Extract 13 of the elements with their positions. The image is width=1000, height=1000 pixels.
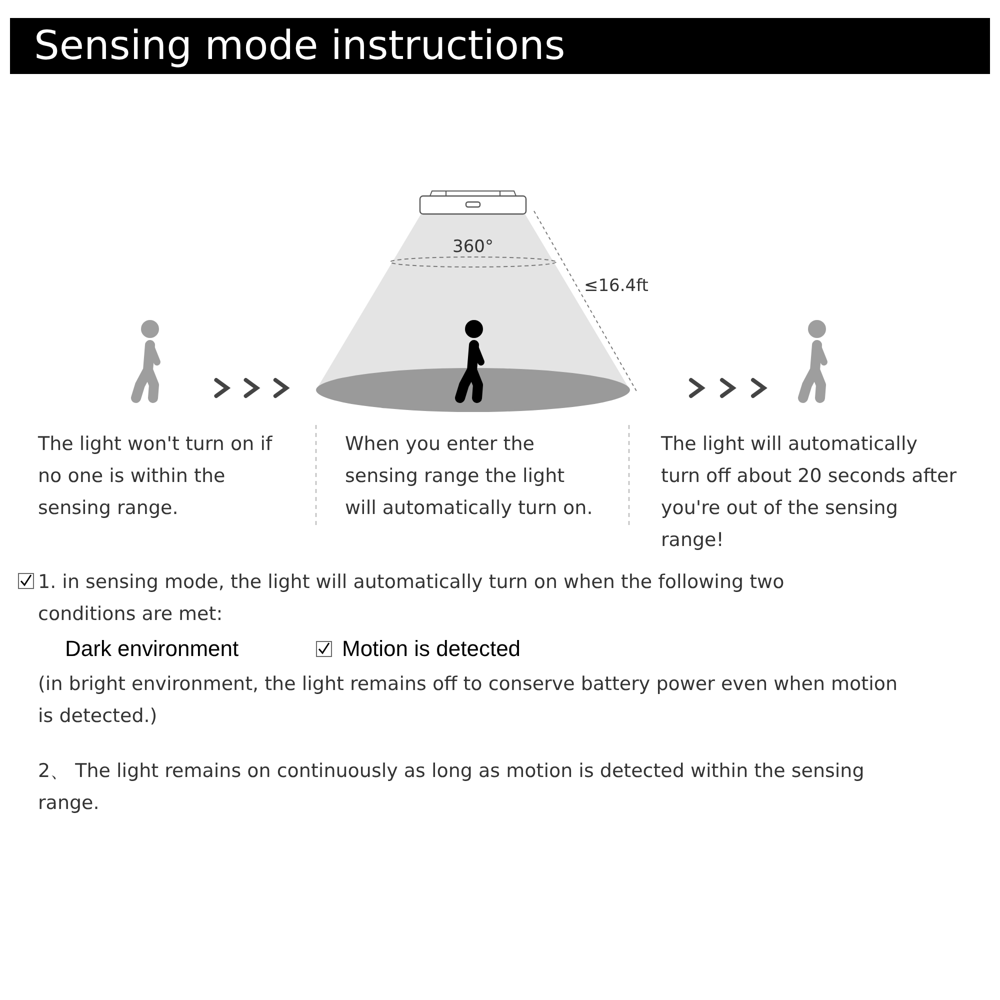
range-label: ≤16.4ft bbox=[584, 276, 648, 296]
note-text: (in bright environment, the light remains off to conserve battery power even when motion is detected.) bbox=[38, 672, 898, 729]
description-text: The light won't turn on if no one is within the sensing range. bbox=[38, 432, 274, 521]
condition-text: Motion is detected bbox=[342, 636, 521, 662]
chevron-arrow bbox=[689, 378, 768, 398]
description-text: The light will automatically turn off about 20 seconds after you're out of the sensing range! bbox=[661, 432, 958, 553]
condition-text: Dark environment bbox=[65, 636, 239, 662]
instruction-text: 2、 The light remains on continuously as long as motion is detected within the sensing range. bbox=[38, 759, 866, 816]
instruction-text: 1. in sensing mode, the light will automatically turn on when the following two conditions are met: bbox=[38, 570, 786, 627]
chevron-arrow bbox=[214, 378, 290, 398]
title-bar: Sensing mode instructions bbox=[10, 18, 990, 74]
description-text: When you enter the sensing range the light will automatically turn on. bbox=[345, 432, 594, 521]
range-label: 360° bbox=[452, 237, 494, 257]
